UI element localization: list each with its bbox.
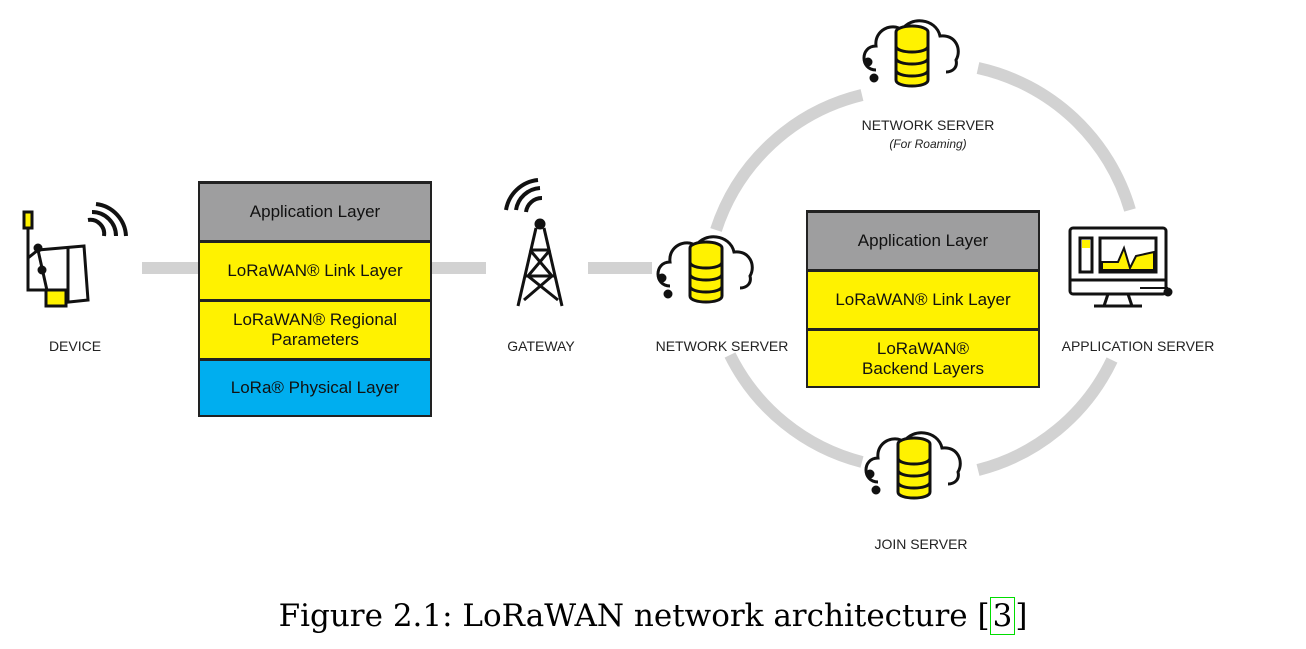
citation-link[interactable]: 3	[989, 597, 1016, 635]
device-application-layer: Application Layer	[198, 183, 432, 242]
caption-close: ]	[1015, 598, 1028, 634]
server-application-layer: Application Layer	[806, 212, 1040, 271]
regional-line-2: Parameters	[271, 330, 359, 349]
device-regional-parameters-layer: LoRaWAN® Regional Parameters	[198, 301, 432, 360]
caption-text: Figure 2.1: LoRaWAN network architecture…	[278, 598, 990, 634]
server-backend-layers: LoRaWAN® Backend Layers	[806, 330, 1040, 388]
gateway-tower-icon	[504, 178, 564, 307]
figure-caption: Figure 2.1: LoRaWAN network architecture…	[0, 597, 1306, 635]
network-server-label: NETWORK SERVER	[656, 338, 789, 354]
server-protocol-stack: Application Layer LoRaWAN® Link Layer Lo…	[806, 210, 1040, 388]
backend-line-2: Backend Layers	[862, 358, 984, 378]
device-icon	[22, 202, 128, 308]
device-link-layer: LoRaWAN® Link Layer	[198, 242, 432, 301]
server-link-layer: LoRaWAN® Link Layer	[806, 271, 1040, 330]
ring-arc-bottom-right	[976, 357, 1118, 476]
roaming-server-cloud-icon	[862, 19, 960, 88]
ring-arc-top-left	[710, 89, 864, 232]
roaming-server-label: NETWORK SERVER	[862, 117, 995, 133]
regional-line-1: LoRaWAN® Regional	[232, 310, 398, 329]
ring-arc-top-right	[976, 62, 1136, 212]
connectors	[142, 62, 1136, 476]
gateway-label: GATEWAY	[507, 338, 575, 354]
application-server-label: APPLICATION SERVER	[1062, 338, 1215, 354]
join-server-label: JOIN SERVER	[874, 536, 967, 552]
backend-line-1: LoRaWAN®	[876, 338, 970, 358]
roaming-note: (For Roaming)	[889, 137, 966, 151]
device-physical-layer: LoRa® Physical Layer	[198, 360, 432, 417]
ring-arc-bottom-left	[724, 352, 864, 468]
join-server-cloud-icon	[864, 431, 962, 500]
network-server-cloud-icon	[656, 235, 754, 304]
device-protocol-stack: Application Layer LoRaWAN® Link Layer Lo…	[198, 181, 432, 417]
application-server-monitor-icon	[1068, 226, 1173, 308]
device-label: DEVICE	[49, 338, 101, 354]
